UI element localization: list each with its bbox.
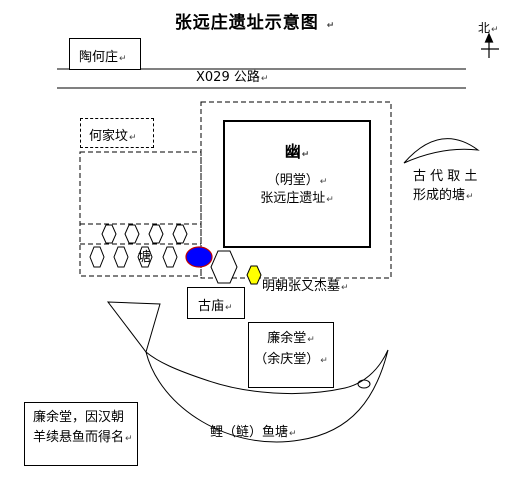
note-line-2: 羊续悬鱼而得名↵	[33, 430, 133, 445]
north-label: 北↵	[478, 21, 499, 35]
ancient-pond-shape	[403, 138, 480, 164]
site-period: （明堂）↵	[266, 173, 328, 188]
compass-arrow-icon	[481, 32, 499, 58]
tomb-marker	[246, 265, 262, 285]
ancient-pond-label: 古 代 取 土 形成的塘↵	[413, 169, 478, 203]
blue-marker	[185, 246, 213, 268]
hall-box: 廉余堂↵ （余庆堂）↵	[248, 322, 334, 388]
large-hexagon-stone	[210, 250, 238, 284]
map-title: 张远庄遗址示意图 ↵	[0, 8, 510, 33]
hejiakan-label: 何家坟	[89, 129, 129, 144]
note-line-1: 廉余堂，因汉朝	[33, 410, 125, 425]
stone-row-top	[101, 224, 188, 244]
temple-box: 古庙↵	[187, 287, 245, 319]
tomb-label: 明朝张又杰墓↵	[262, 279, 349, 294]
map-title-text: 张远庄遗址示意图	[174, 13, 319, 33]
site-name: 张远庄遗址↵	[260, 191, 334, 206]
hall-name: 廉余堂↵	[267, 331, 315, 346]
road-label-text: X029 公路	[196, 70, 260, 85]
fish-pond-shape	[106, 301, 389, 443]
road-label: X029 公路↵	[196, 70, 269, 85]
well-label: 塘	[138, 250, 152, 265]
hall-alias: （余庆堂）↵	[254, 352, 328, 367]
village-dashed-area	[79, 151, 202, 277]
note-box: 廉余堂，因汉朝 羊续悬鱼而得名↵	[24, 402, 138, 466]
site-dashed-enclosure	[200, 101, 392, 279]
edit-mark: ↵	[326, 21, 336, 31]
village-taohe-box: 陶何庄↵	[69, 38, 141, 70]
village-taohe-label: 陶何庄	[79, 50, 119, 65]
hejiakan-box: 何家坟↵	[80, 118, 154, 148]
fish-pond-label: 鲤（鲢）鱼塘↵	[210, 425, 297, 440]
temple-label: 古庙	[198, 299, 225, 314]
site-box: 幽↵ （明堂）↵ 张远庄遗址↵	[223, 120, 371, 248]
stone-row-bottom	[89, 246, 178, 268]
site-symbol: 幽↵	[284, 142, 310, 161]
